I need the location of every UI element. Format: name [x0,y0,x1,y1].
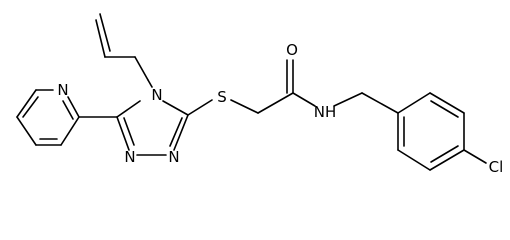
bond-allyl-c3-c4 [95,19,106,58]
bond-allyl-c1-c2 [134,56,149,81]
bond-py-c5-c4 [16,116,37,146]
atom-n1-triazole: N [124,148,135,166]
bond-c3-n2-double [169,117,183,147]
bond-c3-s [187,99,213,116]
bond-n1-c5-double [123,117,135,146]
bond-ph-cl [463,149,487,164]
atom-amide-nh: NH [314,103,337,121]
linker-chain [187,59,399,116]
molecule-structure: N N N N S O NH Cl [16,13,504,176]
atom-oxygen: O [286,41,298,59]
bond-c3-n2 [173,114,189,151]
pyridine-ring [16,89,118,146]
bond-ph-c1-c2 [397,92,431,114]
bond-n4-c3 [162,100,189,116]
bond-py-c6-c5-double [22,96,39,118]
atom-n4-triazole: N [151,86,162,104]
bond-ph-c5-c6 [397,149,431,171]
bond-allyl-c3-c4-double [99,13,111,52]
atom-sulfur: S [217,88,227,106]
bond-ph-c4-c5-double [430,145,459,163]
bond-s-ch2 [230,99,259,114]
chlorophenyl-ring [397,92,487,171]
atom-chlorine: Cl [489,158,504,176]
bond-ch2-carbonyl [257,92,294,114]
bond-py-c2-n1 [67,96,80,118]
bond-n1-c5 [116,116,130,151]
triazole-ring [116,79,189,156]
bond-ch2-phenyl [361,92,399,114]
bond-n-ch2 [333,92,363,107]
bond-py-c6-c5 [16,89,37,118]
bond-c5-n4 [116,100,141,118]
bond-ph-c4-c5 [429,149,465,171]
bond-ph-c2-c3-double [430,100,459,118]
bond-ph-c2-c3 [429,92,465,114]
atom-n2-triazole: N [168,148,179,166]
bond-py-c2-n1-double [62,100,74,120]
bond-carbonyl-n [292,92,316,107]
atom-n-pyridine: N [57,81,68,99]
allyl-group [95,13,149,81]
bond-n4-allyl [147,79,153,88]
bond-py-c3-c2 [60,116,80,146]
